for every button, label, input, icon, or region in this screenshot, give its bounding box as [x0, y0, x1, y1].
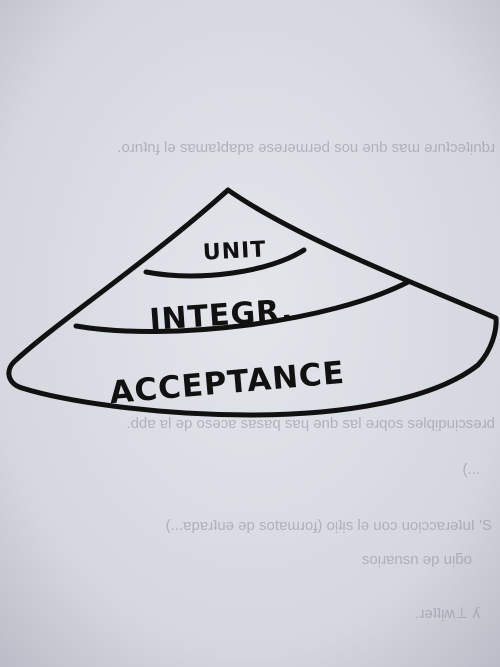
- layer-label-unit: UNIT: [202, 237, 267, 265]
- bleed-line-1: .oɹnʇnɟ lǝ sɐɯɐʇdɐpɐ ǝsǝɹǝɯɹǝd sou ǝnb s…: [117, 139, 495, 156]
- bleed-line-2: .ddɐ ɐl ǝp osǝɔɐ sɐsɐq sɐɥ ǝnb sɐl ǝɹqos…: [126, 415, 495, 432]
- bleed-line-3: (...: [463, 461, 481, 478]
- bleed-line-5: soᴉɹɐnsn ǝp uᴉƃo: [362, 551, 472, 568]
- bleed-line-6: .ɹǝʇʇᴉʍ⊥ ʎ: [415, 605, 480, 622]
- pyramid-outline: [6, 187, 499, 418]
- bleed-through-text: .oɹnʇnɟ lǝ sɐɯɐʇdɐpɐ ǝsǝɹǝɯɹǝd sou ǝnb s…: [117, 139, 495, 622]
- bleed-line-4: (...ɐpɐɹʇuǝ ǝp sotɐɯɹoɟ) oᴉʇᴉs lǝ uoɔ uo…: [166, 517, 492, 534]
- unit-divider-line: [143, 247, 307, 279]
- integration-divider-line: [73, 279, 411, 334]
